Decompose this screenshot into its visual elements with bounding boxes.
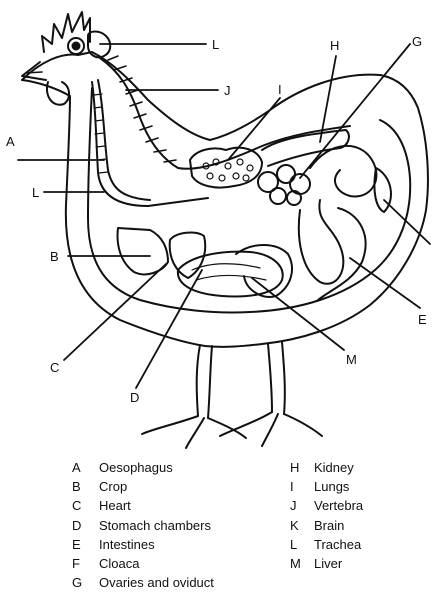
- chicken-anatomy-diagram: L J A L B H G I C D M E: [0, 0, 434, 450]
- callout-l: L: [32, 185, 39, 200]
- callout-i: I: [278, 82, 282, 97]
- legend-label: Cloaca: [99, 554, 139, 573]
- legend-letter: C: [72, 496, 99, 515]
- crop-shape: [118, 228, 168, 274]
- callout-m: M: [346, 352, 357, 367]
- legend-letter: G: [72, 573, 99, 592]
- legend-letter: K: [290, 516, 314, 535]
- ovary-cluster: [258, 165, 310, 205]
- leader-line-e: [350, 258, 420, 308]
- legend-label: Intestines: [99, 535, 155, 554]
- callout-a: A: [6, 134, 15, 149]
- legend-letter: E: [72, 535, 99, 554]
- legend-letter: F: [72, 554, 99, 573]
- heart-shape: [170, 233, 206, 278]
- callout-g: G: [412, 34, 422, 49]
- callout-e: E: [418, 312, 427, 327]
- body-cavity-outline: [88, 88, 410, 313]
- legend-letter: B: [72, 477, 99, 496]
- eye-pupil: [73, 43, 80, 50]
- leader-line-m: [252, 278, 344, 350]
- legend-label: Oesophagus: [99, 458, 173, 477]
- oesophagus-tube: [98, 80, 150, 200]
- callout-k: L: [212, 37, 219, 52]
- legend-label: Liver: [314, 554, 342, 573]
- legend-label: Trachea: [314, 535, 361, 554]
- leader-line-g: [300, 44, 410, 178]
- callout-b: B: [50, 249, 59, 264]
- legend-label: Kidney: [314, 458, 354, 477]
- legend-letter: J: [290, 496, 314, 515]
- legend-label: Brain: [314, 516, 344, 535]
- legend-label: Ovaries and oviduct: [99, 573, 214, 592]
- legend-label: Vertebra: [314, 496, 363, 515]
- callout-j: J: [224, 83, 231, 98]
- legend-letter: I: [290, 477, 314, 496]
- comb-shape: [42, 12, 90, 52]
- legend-label: Heart: [99, 496, 131, 515]
- legend-letter: D: [72, 516, 99, 535]
- legend-letter: L: [290, 535, 314, 554]
- callout-d: D: [130, 390, 139, 405]
- legend-label: Crop: [99, 477, 127, 496]
- left-leg: [197, 345, 212, 418]
- legend-label: Stomach chambers: [99, 516, 211, 535]
- right-foot: [220, 412, 322, 446]
- callout-c: C: [50, 360, 59, 375]
- legend-label: Lungs: [314, 477, 349, 496]
- legend-letter: M: [290, 554, 314, 573]
- legend-letter: H: [290, 458, 314, 477]
- liver-shape: [236, 245, 292, 297]
- legend-letter: A: [72, 458, 99, 477]
- right-leg: [268, 342, 285, 414]
- callout-h: H: [330, 38, 339, 53]
